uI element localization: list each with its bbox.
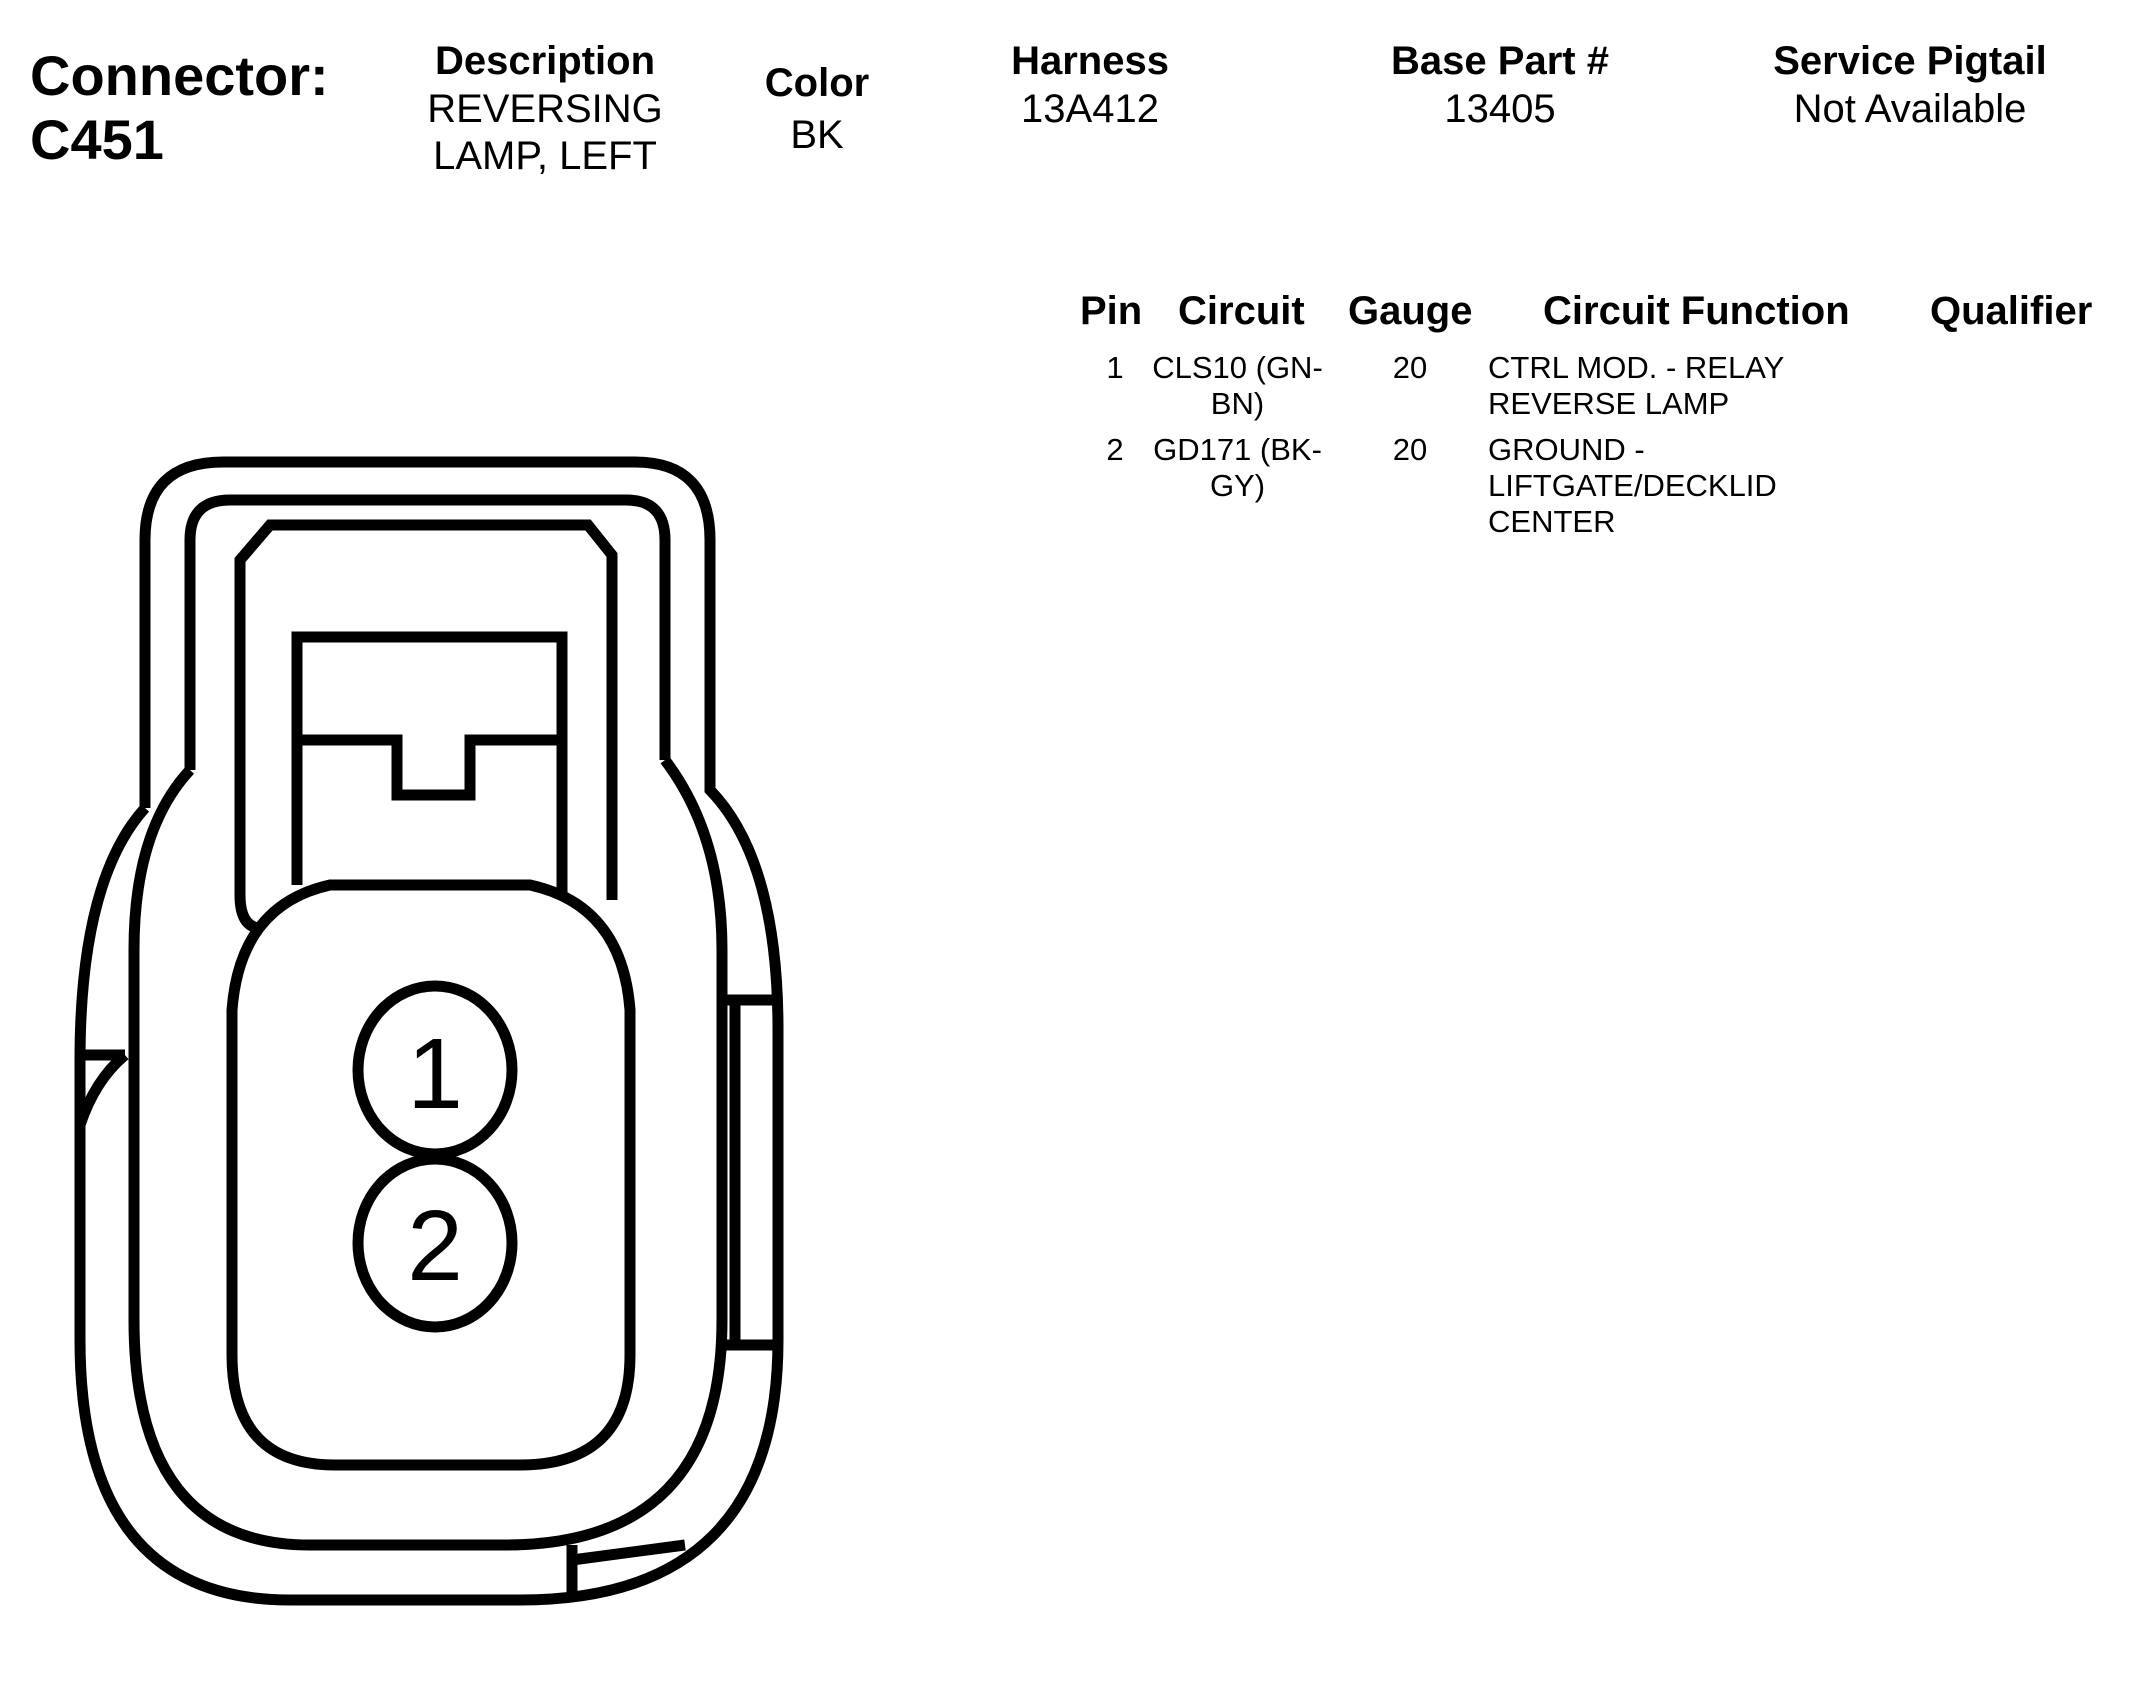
circuit-function-cell: CTRL MOD. - RELAY REVERSE LAMP: [1488, 350, 1828, 422]
connector-title: Connector: C451: [30, 44, 329, 172]
circuit-function-header: Circuit Function: [1543, 289, 1850, 333]
function-line: CENTER: [1488, 504, 1616, 539]
base-part-label: Base Part #: [1391, 39, 1609, 83]
description-column: Description REVERSING LAMP, LEFT: [395, 36, 695, 180]
description-value-line1: REVERSING: [427, 87, 663, 131]
base-part-column: Base Part # 13405: [1360, 36, 1640, 133]
pin-number: 2: [1106, 432, 1124, 467]
bottom-key: [566, 1539, 686, 1600]
description-label: Description: [434, 39, 656, 83]
function-line: REVERSE LAMP: [1488, 386, 1730, 421]
function-line: CTRL MOD. - RELAY: [1488, 350, 1785, 385]
latch-tab-hook: [234, 894, 260, 934]
latch-window-notch: [297, 734, 562, 801]
outer-housing-outline: [74, 456, 784, 1606]
pin-1-label: 1: [407, 1018, 463, 1130]
service-pigtail-column: Service Pigtail Not Available: [1740, 36, 2080, 133]
color-label: Color: [764, 61, 870, 105]
left-side-rib: [74, 1049, 129, 1127]
pin-2-label: 2: [407, 1190, 463, 1302]
harness-value: 13A412: [1021, 87, 1159, 131]
circuit-line: GD171 (BK-: [1153, 432, 1322, 467]
color-column: Color BK: [737, 58, 897, 159]
service-pigtail-label: Service Pigtail: [1773, 39, 2047, 83]
gauge-header: Gauge: [1348, 289, 1473, 333]
latch-tab: [234, 519, 618, 900]
connector-label: Connector:: [30, 44, 329, 107]
latch-collar-outline: [184, 494, 671, 770]
table-row: 1 CLS10 (GN- BN) 20 CTRL MOD. - RELAY RE…: [1070, 350, 2130, 430]
circuit-line: CLS10 (GN-: [1152, 350, 1323, 385]
gauge-cell: 20: [1392, 432, 1428, 467]
circuit-header: Circuit: [1178, 289, 1305, 333]
gauge-cell: 20: [1392, 350, 1428, 385]
circuit-line: BN): [1210, 386, 1265, 421]
circuit-function-cell: GROUND - LIFTGATE/DECKLID CENTER: [1488, 432, 1828, 540]
function-line: LIFTGATE/DECKLID: [1488, 468, 1777, 503]
circuit-line: GY): [1209, 468, 1266, 503]
service-pigtail-value: Not Available: [1793, 87, 2027, 131]
qualifier-header: Qualifier: [1930, 289, 2093, 333]
harness-column: Harness 13A412: [960, 36, 1220, 133]
harness-label: Harness: [1011, 39, 1169, 83]
inner-housing-outline: [128, 756, 728, 1551]
pin-number: 1: [1106, 350, 1124, 385]
circuit-cell: CLS10 (GN- BN): [1150, 350, 1325, 422]
circuit-cell: GD171 (BK- GY): [1150, 432, 1325, 504]
connector-face-diagram: 1 2: [74, 456, 784, 1606]
color-value: BK: [790, 113, 844, 157]
function-line: GROUND -: [1488, 432, 1645, 467]
base-part-value: 13405: [1444, 87, 1556, 131]
connector-id: C451: [30, 108, 164, 171]
latch-window: [291, 631, 568, 895]
right-side-rib: [722, 994, 778, 1351]
pin-header: Pin: [1080, 289, 1143, 333]
terminal-cavity-outline: [226, 879, 636, 1471]
description-value-line2: LAMP, LEFT: [433, 134, 657, 178]
pin-2-cavity: [352, 1153, 518, 1333]
table-row: 2 GD171 (BK- GY) 20 GROUND - LIFTGATE/DE…: [1070, 432, 2130, 542]
